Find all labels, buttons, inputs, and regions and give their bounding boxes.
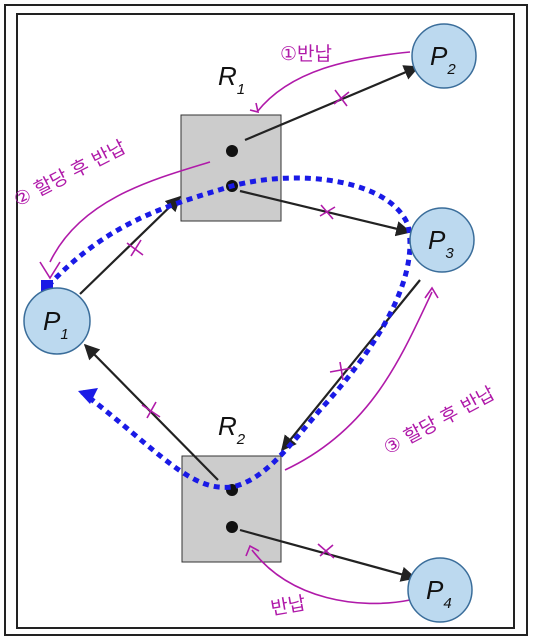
p3-label: P3 [428,225,454,262]
edge-r1-to-p3 [239,189,412,237]
edge-r2-to-p4 [239,528,417,582]
process-p4: P4 [407,557,473,623]
r2-instance-2 [226,521,238,533]
edge-r1-to-p2 [244,65,420,142]
resource-r2: R2 [181,411,282,563]
inner-frame [16,13,515,629]
annotation-arrow-4 [251,549,411,605]
p2-label: P2 [430,41,456,78]
r1-instance-1 [226,145,238,157]
edge-p3-to-r2 [281,279,421,452]
p4-label: P4 [426,575,452,612]
annotation-return-4: 반납 [269,592,307,620]
edge-r2-to-p1 [83,343,219,481]
annotation-arrow-1 [256,51,411,113]
annotation-return-1: ①반납 [280,43,332,65]
cycle-arrow-icon [78,388,98,404]
cycle-path [46,175,413,490]
process-p2: P2 [411,23,477,89]
annotation-arrow-2 [49,161,211,263]
annotation-allocate-return-3: ③ 할당 후 반납 [380,382,499,459]
p1-label: P1 [43,306,69,343]
process-p3: P3 [409,207,475,273]
annotation-arrow-3 [284,291,433,471]
cross-marks [126,89,353,559]
annotation-arrows [39,51,439,605]
r2-label: R2 [218,411,246,448]
outer-frame [4,4,528,636]
process-p1: P1 [23,287,91,355]
r1-label: R1 [218,61,245,98]
